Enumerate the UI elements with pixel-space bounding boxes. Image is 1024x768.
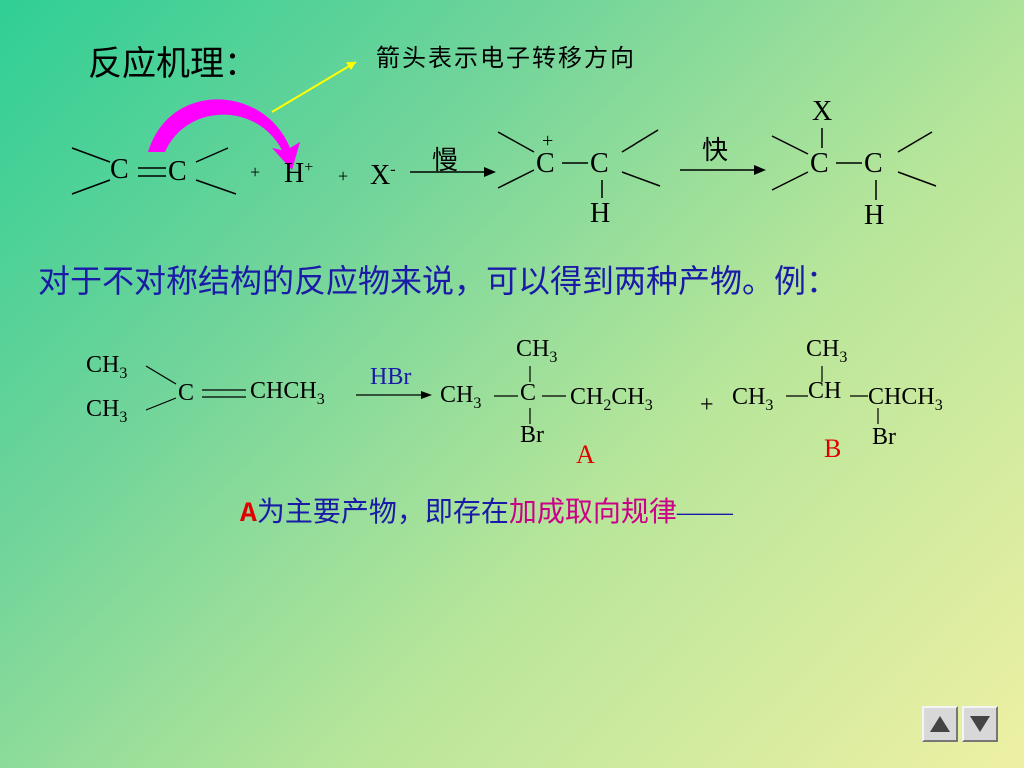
conclusion-a: A bbox=[240, 499, 257, 530]
slide-navigation bbox=[922, 706, 1000, 742]
triangle-up-icon bbox=[930, 716, 950, 732]
product-halogen: X bbox=[812, 96, 833, 127]
carbocation-charge: + bbox=[542, 130, 554, 152]
note-pointer-arrowhead bbox=[346, 62, 356, 70]
productB-methyl-top: CH3 bbox=[806, 336, 848, 366]
addition-orientation-rule: 加成取向规律 bbox=[508, 497, 677, 528]
arrow-note: 箭头表示电子转移方向 bbox=[376, 46, 636, 72]
bond bbox=[71, 179, 111, 195]
bond bbox=[497, 169, 535, 189]
bond bbox=[771, 171, 809, 191]
conclusion-dash: —— bbox=[676, 497, 733, 528]
intermediate-carbon: C bbox=[590, 148, 609, 179]
plus-sign-1: + bbox=[250, 162, 261, 182]
reactant-methyl-top: CH3 bbox=[86, 352, 128, 382]
alkene-carbon-left: C bbox=[110, 154, 129, 185]
product-carbon-1: C bbox=[810, 148, 829, 179]
fast-arrowhead bbox=[754, 165, 766, 175]
bond bbox=[195, 179, 237, 195]
product-carbon-2: C bbox=[864, 148, 883, 179]
bond bbox=[897, 171, 937, 187]
bond bbox=[71, 147, 111, 163]
fast-label: 快 bbox=[702, 136, 731, 165]
productA-bromine: Br bbox=[520, 422, 544, 448]
conclusion-text: A为主要产物，即存在加成取向规律—— bbox=[240, 490, 733, 530]
intermediate-hydrogen: H bbox=[590, 198, 611, 229]
alkene-carbon-right: C bbox=[168, 156, 187, 187]
productA-label: A bbox=[576, 440, 595, 469]
productB-ch: CH bbox=[808, 378, 842, 404]
reactant-methyl-bottom: CH3 bbox=[86, 396, 128, 426]
slow-arrowhead bbox=[484, 167, 496, 177]
productB-label: B bbox=[824, 434, 842, 463]
reagent-label: HBr bbox=[370, 364, 412, 390]
productA-methyl-left: CH3 bbox=[440, 382, 482, 412]
productB-bromine: Br bbox=[872, 424, 896, 450]
bond bbox=[621, 129, 659, 153]
slow-label: 慢 bbox=[432, 146, 461, 175]
bond bbox=[145, 365, 177, 385]
bond bbox=[145, 397, 177, 411]
reactant-carbon: C bbox=[178, 380, 195, 406]
next-slide-button[interactable] bbox=[962, 706, 998, 742]
previous-slide-button[interactable] bbox=[922, 706, 958, 742]
bond bbox=[497, 131, 535, 153]
proton: H+ bbox=[284, 158, 314, 189]
productA-ethyl: CH2CH3 bbox=[570, 384, 653, 414]
triangle-down-icon bbox=[970, 716, 990, 732]
productB-chch3: CHCH3 bbox=[868, 384, 943, 414]
bond bbox=[771, 135, 809, 155]
hbr-arrowhead bbox=[421, 391, 432, 399]
bond bbox=[621, 171, 661, 187]
productB-methyl-left: CH3 bbox=[732, 384, 774, 414]
reactant-chch3: CHCH3 bbox=[250, 378, 325, 408]
slide-title: 反应机理： bbox=[88, 46, 258, 83]
conclusion-text-part1: 为主要产物，即存在 bbox=[256, 497, 509, 528]
productA-methyl-top: CH3 bbox=[516, 336, 558, 366]
products-plus-sign: + bbox=[700, 392, 714, 418]
plus-sign-2: + bbox=[338, 166, 349, 186]
bond bbox=[897, 131, 933, 153]
productA-central-carbon: C bbox=[520, 380, 537, 406]
bond bbox=[195, 147, 229, 163]
statement-text: 对于不对称结构的反应物来说，可以得到两种产物。例： bbox=[38, 263, 839, 299]
halide-ion: X- bbox=[370, 160, 396, 191]
electron-transfer-arrow bbox=[148, 99, 300, 170]
carbocation-carbon: C bbox=[536, 148, 555, 179]
note-pointer-line bbox=[271, 61, 357, 113]
product-hydrogen: H bbox=[864, 200, 885, 231]
